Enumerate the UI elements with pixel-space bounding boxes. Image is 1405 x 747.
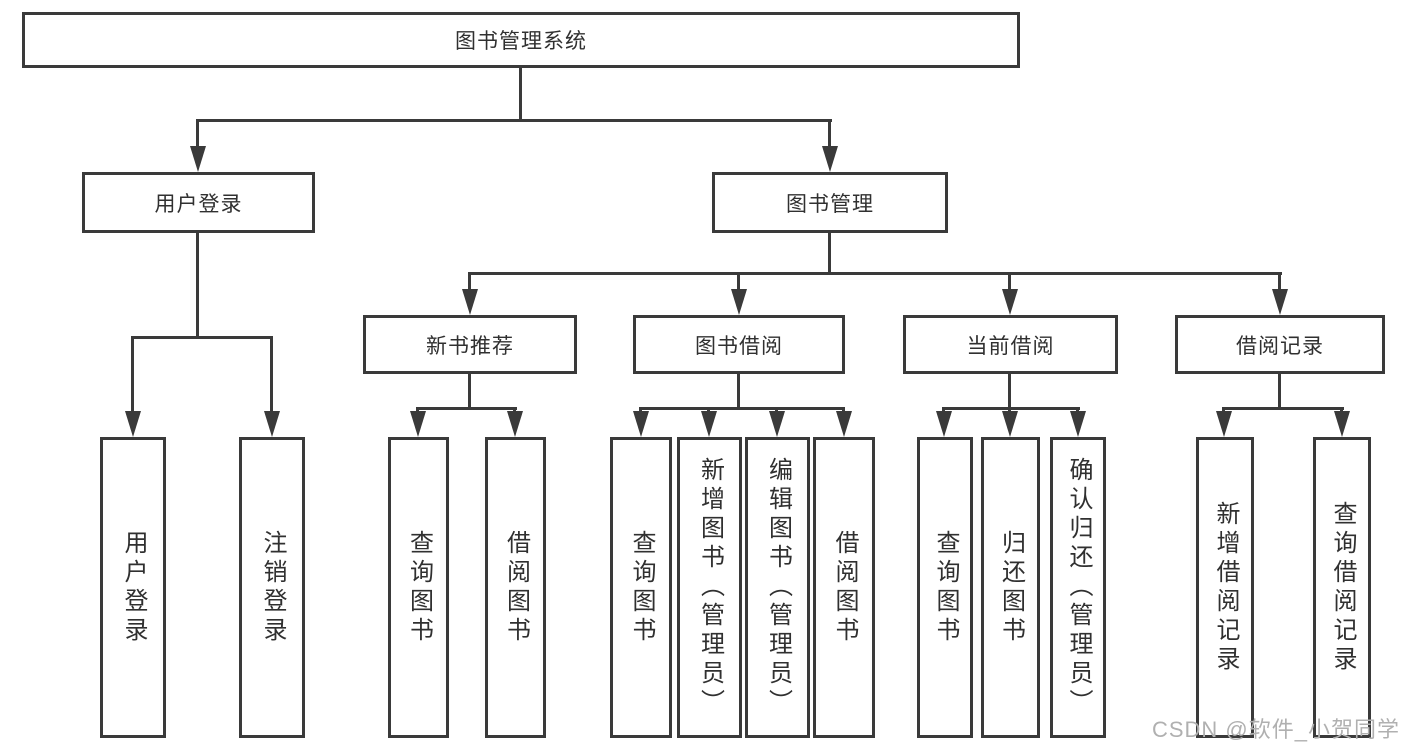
arrowhead-down-icon	[633, 411, 649, 437]
arrowhead-down-icon	[822, 146, 838, 172]
connector-hline	[1222, 407, 1344, 410]
connector-vline	[196, 119, 199, 148]
connector-vline	[737, 373, 740, 407]
node-label: 图书管理系统	[455, 30, 587, 53]
connector-vline	[737, 272, 740, 291]
node-user-login: 用户登录	[82, 172, 315, 233]
connector-hline	[639, 407, 845, 410]
leaf-return-books: 归还图书	[981, 437, 1040, 738]
connector-hline	[942, 407, 1080, 410]
node-borrow-records: 借阅记录	[1175, 315, 1385, 374]
leaf-user-login: 用户登录	[100, 437, 166, 738]
node-label: 图书管理	[786, 192, 874, 216]
connector-vline	[196, 232, 199, 336]
leaf-edit-book-admin: 编辑图书（管理员）	[745, 437, 810, 738]
node-book-management: 图书管理	[712, 172, 948, 233]
node-label: 查询图书	[628, 529, 655, 646]
leaf-confirm-return-admin: 确认归还（管理员）	[1050, 437, 1106, 738]
leaf-add-borrow-record: 新增借阅记录	[1196, 437, 1254, 738]
connector-vline	[842, 407, 845, 413]
connector-vline	[1008, 407, 1011, 413]
connector-vline	[639, 407, 642, 413]
node-label: 归还图书	[997, 529, 1025, 646]
node-library-management-system: 图书管理系统	[22, 12, 1020, 68]
connector-vline	[513, 407, 516, 413]
node-label: 新增借阅记录	[1212, 500, 1239, 675]
leaf-add-book-admin: 新增图书（管理员）	[677, 437, 742, 738]
node-label: 用户登录	[154, 192, 243, 216]
connector-vline	[828, 232, 831, 272]
node-label: 新书推荐	[426, 334, 514, 358]
node-label: 新增图书（管理员）	[696, 457, 724, 718]
leaf-borrow-books-borrow: 借阅图书	[813, 437, 875, 738]
connector-vline	[416, 407, 419, 413]
arrowhead-down-icon	[410, 411, 426, 437]
connector-hline	[196, 119, 832, 122]
connector-vline	[1278, 272, 1281, 291]
arrowhead-down-icon	[836, 411, 852, 437]
node-label: 借阅记录	[1236, 334, 1324, 358]
node-label: 借阅图书	[831, 529, 858, 646]
arrowhead-down-icon	[1002, 411, 1018, 437]
leaf-query-books-recommend: 查询图书	[388, 437, 449, 738]
node-label: 确认归还（管理员）	[1065, 457, 1092, 718]
arrowhead-down-icon	[1216, 411, 1232, 437]
node-label: 当前借阅	[966, 334, 1055, 358]
connector-vline	[828, 119, 831, 148]
leaf-query-books-borrow: 查询图书	[610, 437, 672, 738]
node-label: 编辑图书（管理员）	[764, 457, 792, 718]
arrowhead-down-icon	[190, 146, 206, 172]
arrowhead-down-icon	[264, 411, 280, 437]
arrowhead-down-icon	[1070, 411, 1086, 437]
node-current-borrow: 当前借阅	[903, 315, 1118, 374]
node-label: 注销登录	[259, 529, 286, 646]
connector-vline	[1278, 373, 1281, 407]
connector-vline	[131, 336, 134, 413]
node-label: 查询图书	[405, 529, 433, 646]
node-book-borrow: 图书借阅	[633, 315, 845, 374]
connector-vline	[1076, 407, 1079, 413]
node-label: 查询借阅记录	[1329, 500, 1356, 675]
leaf-query-books-current: 查询图书	[917, 437, 973, 738]
connector-vline	[519, 67, 522, 119]
connector-hline	[416, 407, 517, 410]
arrowhead-down-icon	[936, 411, 952, 437]
arrowhead-down-icon	[507, 411, 523, 437]
connector-vline	[707, 407, 710, 413]
connector-hline	[131, 336, 273, 339]
arrowhead-down-icon	[1272, 289, 1288, 315]
arrowhead-down-icon	[701, 411, 717, 437]
node-label: 借阅图书	[502, 529, 530, 646]
connector-vline	[1222, 407, 1225, 413]
node-label: 图书借阅	[695, 334, 783, 358]
arrowhead-down-icon	[1002, 289, 1018, 315]
leaf-logout: 注销登录	[239, 437, 305, 738]
connector-hline	[468, 272, 1282, 275]
connector-vline	[270, 336, 273, 413]
arrowhead-down-icon	[1334, 411, 1350, 437]
node-label: 查询图书	[932, 529, 959, 646]
arrowhead-down-icon	[125, 411, 141, 437]
connector-vline	[942, 407, 945, 413]
connector-vline	[1340, 407, 1343, 413]
connector-vline	[468, 272, 471, 291]
leaf-query-borrow-record: 查询借阅记录	[1313, 437, 1371, 738]
connector-vline	[1008, 272, 1011, 291]
connector-vline	[468, 373, 471, 407]
arrowhead-down-icon	[462, 289, 478, 315]
arrowhead-down-icon	[731, 289, 747, 315]
watermark: CSDN @软件_小贺同学	[1151, 717, 1400, 742]
connector-vline	[1008, 373, 1011, 407]
node-label: 用户登录	[120, 529, 147, 646]
node-new-book-recommend: 新书推荐	[363, 315, 577, 374]
arrowhead-down-icon	[769, 411, 785, 437]
connector-vline	[775, 407, 778, 413]
leaf-borrow-books-recommend: 借阅图书	[485, 437, 546, 738]
